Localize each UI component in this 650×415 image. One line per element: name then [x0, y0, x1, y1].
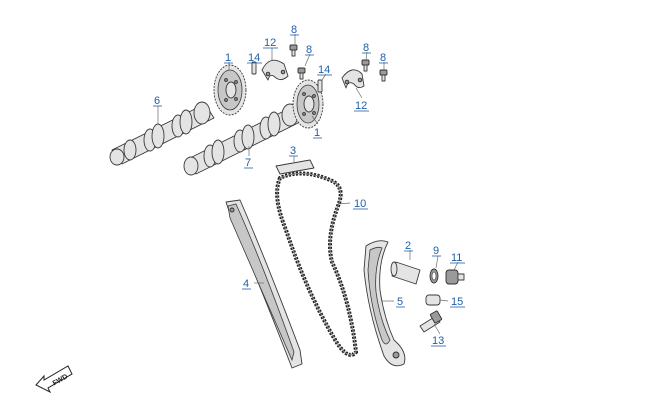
callout-1b[interactable]: 1 [314, 127, 320, 139]
sprocket-right[interactable] [292, 79, 324, 129]
bolt-4[interactable] [379, 69, 388, 82]
callout-4[interactable]: 4 [243, 278, 249, 290]
callout-9[interactable]: 9 [433, 245, 439, 257]
callout-14b[interactable]: 14 [318, 64, 330, 76]
chain-guide-right[interactable] [363, 240, 406, 367]
callout-12a[interactable]: 12 [264, 37, 276, 49]
bolt-1[interactable] [289, 44, 298, 57]
callout-11[interactable]: 11 [451, 252, 462, 264]
fwd-arrow-icon: FWD [35, 365, 73, 394]
callout-8b[interactable]: 8 [306, 44, 312, 56]
bolt-2[interactable] [297, 67, 306, 80]
guide-pivot-bolt[interactable] [419, 310, 443, 333]
callout-1a[interactable]: 1 [225, 52, 231, 64]
callout-8d[interactable]: 8 [380, 52, 386, 64]
cam-bracket-left[interactable] [261, 59, 289, 81]
dowel-pin-right[interactable] [317, 79, 323, 93]
callout-7[interactable]: 7 [245, 157, 251, 169]
callout-2[interactable]: 2 [405, 240, 411, 252]
tensioner-plunger[interactable] [390, 261, 421, 285]
callout-5[interactable]: 5 [397, 296, 403, 308]
sealing-washer[interactable] [425, 294, 441, 306]
callout-3[interactable]: 3 [290, 145, 296, 157]
o-ring[interactable] [429, 268, 439, 284]
chain-guide-top[interactable] [275, 159, 315, 175]
callout-8c[interactable]: 8 [363, 42, 369, 54]
callout-12b[interactable]: 12 [355, 100, 367, 112]
callout-8a[interactable]: 8 [291, 24, 297, 36]
leader-lines [157, 34, 459, 335]
tensioner-guide-left[interactable] [225, 199, 303, 369]
timing-chain[interactable] [275, 171, 359, 357]
cam-bracket-right[interactable] [341, 69, 365, 89]
camshaft-left[interactable] [109, 101, 215, 166]
callout-13[interactable]: 13 [432, 335, 444, 347]
callout-15[interactable]: 15 [451, 296, 463, 308]
callout-underlines [153, 34, 465, 347]
callout-6[interactable]: 6 [154, 95, 160, 107]
callout-10[interactable]: 10 [354, 198, 366, 210]
tensioner-cap-bolt[interactable] [445, 269, 465, 285]
callouts: 1 14 12 8 8 14 8 8 12 6 1 7 3 10 4 5 2 9… [154, 24, 463, 347]
dowel-pin-left[interactable] [251, 61, 257, 75]
bolt-3[interactable] [361, 59, 370, 72]
sprocket-left[interactable] [213, 64, 247, 116]
callout-14a[interactable]: 14 [248, 52, 260, 64]
